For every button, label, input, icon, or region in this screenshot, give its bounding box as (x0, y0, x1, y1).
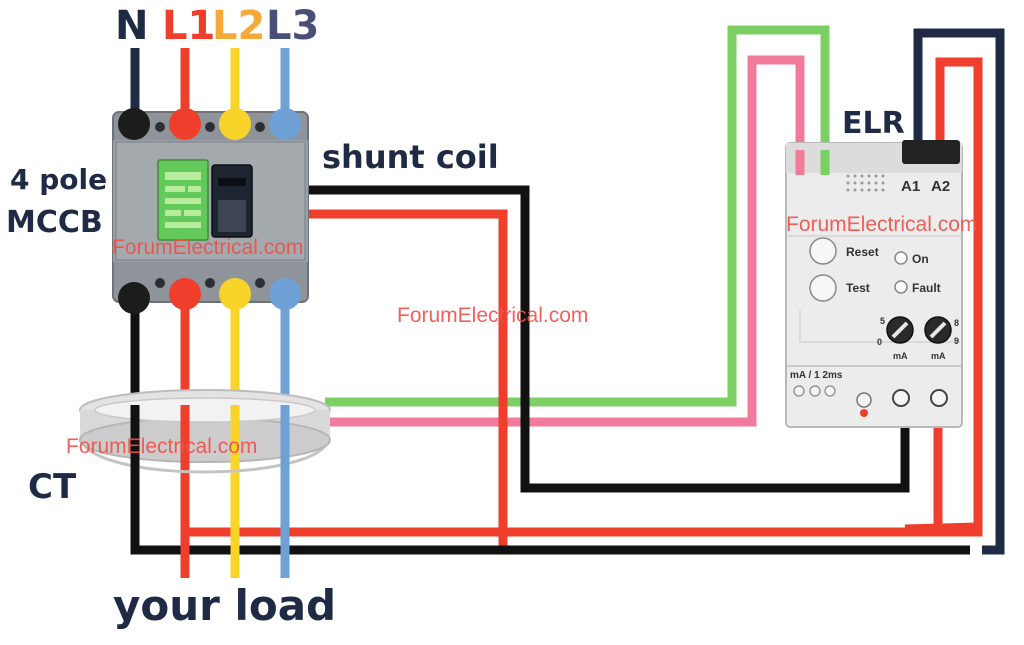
mccb-label-line2: MCCB (6, 205, 103, 240)
dial-left-max: 5 (880, 316, 886, 326)
on-led (894, 251, 908, 265)
mccb-label-line1: 4 pole (10, 163, 108, 196)
watermark-ct: ForumElectrical.com (66, 435, 258, 458)
elr-label: ELR (842, 106, 905, 141)
test-button[interactable] (809, 274, 837, 302)
dial-right-max: 8 (954, 318, 960, 328)
dial-right-unit: mA (931, 351, 946, 361)
ct-label: CT (28, 467, 77, 507)
phase-label-l1: L1 (162, 3, 216, 49)
elr-a2-label: A2 (931, 178, 951, 195)
wire-shunt-red (305, 209, 508, 550)
dial-left[interactable] (886, 316, 914, 344)
reset-button[interactable] (809, 237, 837, 265)
wire-elr-a2-red (935, 57, 983, 532)
phase-label-l3: L3 (266, 3, 320, 49)
wire-green-ct (325, 25, 830, 407)
watermark-elr: ForumElectrical.com (786, 213, 978, 236)
watermark-center: ForumElectrical.com (397, 304, 589, 327)
wire-bottom-black (130, 300, 970, 555)
reset-label: Reset (846, 245, 879, 259)
mccb-body (112, 111, 309, 303)
mccb-terminals (118, 108, 301, 314)
wire-shunt-black (305, 185, 910, 493)
elr-a1-label: A1 (901, 178, 921, 195)
elr-device (785, 140, 963, 428)
elr-rating-label: mA / 1 2ms (790, 370, 843, 381)
shunt-coil-label: shunt coil (322, 138, 499, 176)
fault-led (894, 280, 908, 294)
dial-right[interactable] (924, 316, 952, 344)
load-label: your load (113, 581, 337, 630)
dial-right-min: 9 (954, 336, 960, 346)
on-label: On (912, 252, 929, 266)
test-label: Test (846, 281, 870, 295)
wire-pink-ct (325, 55, 805, 427)
ct-ring (79, 389, 331, 474)
wire-elr-a1-navy (913, 28, 1005, 555)
dial-left-min: 0 (877, 337, 883, 347)
phase-label-l2: L2 (212, 3, 266, 49)
dial-left-unit: mA (893, 351, 908, 361)
watermark-mccb: ForumElectrical.com (112, 236, 304, 259)
wire-bottom-red (188, 526, 983, 537)
phase-label-n: N (115, 3, 149, 49)
fault-label: Fault (912, 281, 941, 295)
